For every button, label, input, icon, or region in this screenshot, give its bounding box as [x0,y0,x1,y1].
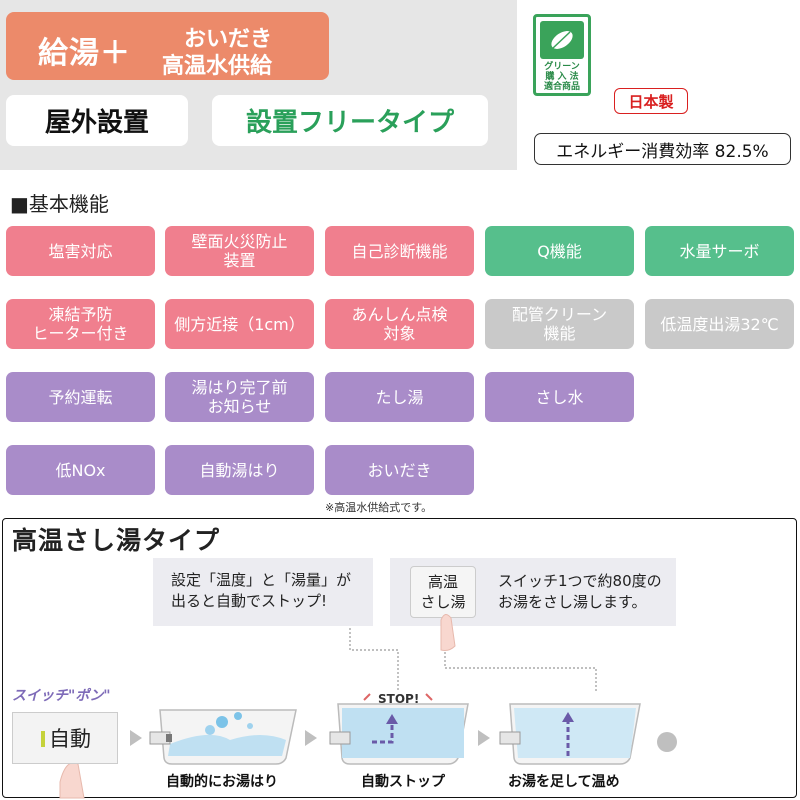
feature-tag: 水量サーボ [645,226,794,276]
title-sub-line2: 高温水供給 [162,54,273,79]
indicator-bar-icon [41,731,45,747]
feature-tag: さし水 [485,372,634,422]
green-mark-line2: 購 入 法 [545,72,579,82]
arrow-right-icon [305,730,317,746]
arrow-right-icon [478,730,490,746]
feature-tag: 塩害対応 [6,226,155,276]
section-title-basic-functions: ■基本機能 [10,192,109,216]
auto-switch-button: 自動 [12,712,118,764]
feature-tag: 低NOx [6,445,155,495]
step-label: 自動ストップ [361,774,445,790]
feature-tag: 湯はり完了前 お知らせ [165,372,314,422]
auto-switch-label: 自動 [49,727,91,751]
feature-tag: おいだき [325,445,474,495]
tag-installation-free: 設置フリータイプ [212,95,488,146]
green-purchase-mark: グリーン 購 入 法 適合商品 [533,14,591,96]
feature-tag: 自動湯はり [165,445,314,495]
green-mark-line3: 適合商品 [543,82,580,92]
feature-tag: たし湯 [325,372,474,422]
feature-tag: 壁面火災防止 装置 [165,226,314,276]
feature-tag: あんしん点検 対象 [325,299,474,349]
feature-tag: 自己診断機能 [325,226,474,276]
feature-tag: 側方近接（1cm） [165,299,314,349]
green-mark-line1: グリーン [544,62,580,72]
feature-tag: 配管クリーン 機能 [485,299,634,349]
note-high-temp-button: 高温 さし湯 スイッチ1つで約80度のお湯をさし湯します。 [390,558,676,626]
high-temp-sashiyu-button: 高温 さし湯 [410,566,476,618]
title-sub-line1: おいだき [184,27,273,52]
title-main: 給湯＋ [38,36,131,71]
note-auto-stop: 設定「温度」と「湯量」が出ると自動でストップ! [153,558,373,626]
tag-outdoor-installation: 屋外設置 [6,95,188,146]
step-label: お湯を足して温め [508,774,620,790]
switch-label: スイッチ"ポン" [12,688,111,704]
feature-tag: 予約運転 [6,372,155,422]
flow-title: 高温さし湯タイプ [12,526,221,555]
energy-efficiency-label: エネルギー消費効率 82.5% [534,133,791,165]
note-high-temp-text: スイッチ1つで約80度のお湯をさし湯します。 [498,572,662,611]
feature-tag: Q機能 [485,226,634,276]
product-title-badge: 給湯＋ おいだき 高温水供給 [6,12,329,80]
leaf-icon [540,21,584,59]
feature-tag: 低温度出湯32℃ [645,299,794,349]
step-label: 自動的にお湯はり [166,774,278,790]
arrow-right-icon [130,730,142,746]
stop-label: STOP! [378,692,420,706]
made-in-japan-badge: 日本製 [614,88,688,114]
end-dot-icon [657,732,677,752]
footnote: ※高温水供給式です。 [325,501,433,514]
feature-tag: 凍結予防 ヒーター付き [6,299,155,349]
